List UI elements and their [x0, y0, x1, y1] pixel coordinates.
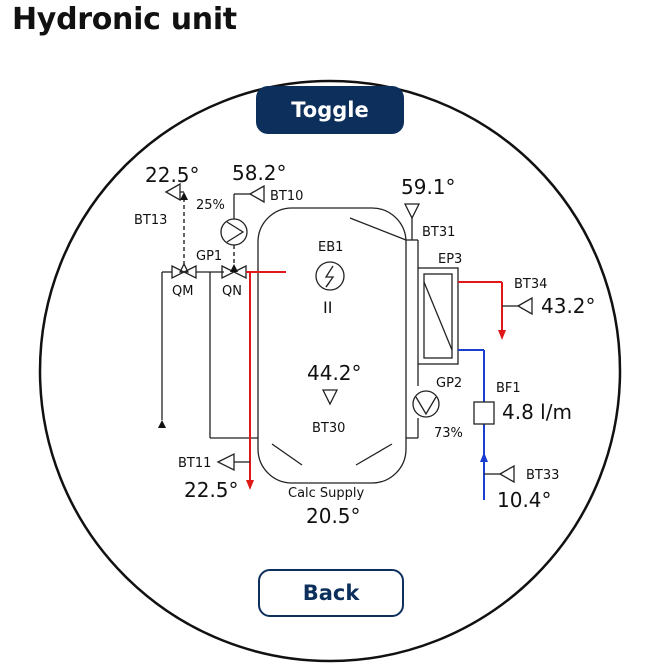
bt31-sensor-icon	[403, 203, 421, 220]
page-title: Hydronic unit	[12, 2, 237, 37]
qm-label: QM	[172, 284, 193, 299]
bt33-sensor-icon	[498, 464, 515, 484]
qn-label: QN	[222, 284, 242, 299]
bt31-value: 59.1°	[401, 175, 456, 199]
gp2-pump-icon	[412, 390, 440, 418]
bt31-label: BT31	[422, 225, 455, 240]
bt33-value: 10.4°	[497, 488, 552, 512]
eb1-label: EB1	[318, 240, 343, 255]
bf1-flow-meter	[473, 401, 495, 425]
ep3-label: EP3	[438, 252, 462, 267]
qm-valve-icon	[171, 264, 197, 280]
bt30-label: BT30	[312, 421, 345, 436]
back-button[interactable]: Back	[258, 569, 404, 617]
bt30-sensor-icon	[321, 389, 339, 406]
calc-supply-value: 20.5°	[306, 504, 361, 528]
gp2-label: GP2	[436, 376, 462, 391]
bt11-label: BT11	[178, 456, 211, 471]
eb1-step: II	[323, 298, 332, 317]
toggle-button[interactable]: Toggle	[256, 86, 404, 134]
gp2-speed: 73%	[434, 426, 463, 441]
ep3-heat-exchanger	[417, 267, 459, 365]
bt34-sensor-icon	[516, 296, 533, 316]
calc-supply-label: Calc Supply	[288, 486, 365, 501]
bt34-label: BT34	[514, 277, 547, 292]
gp1-speed: 25%	[196, 198, 225, 213]
bf1-value: 4.8 l/m	[502, 400, 572, 424]
bt11-value: 22.5°	[184, 478, 239, 502]
bt10-label: BT10	[270, 189, 303, 204]
bt10-sensor-icon	[248, 184, 265, 204]
bt13-value: 22.5°	[145, 163, 200, 187]
bt13-label: BT13	[134, 213, 167, 228]
bt33-label: BT33	[526, 468, 559, 483]
bt30-value: 44.2°	[307, 361, 362, 385]
bf1-label: BF1	[496, 381, 521, 396]
eb1-heater-icon	[315, 261, 345, 291]
bt10-value: 58.2°	[232, 161, 287, 185]
tank	[257, 207, 407, 484]
gp1-label: GP1	[196, 249, 222, 264]
bt11-sensor-icon	[216, 452, 235, 472]
diagram-frame	[38, 79, 622, 663]
bt34-value: 43.2°	[541, 294, 596, 318]
